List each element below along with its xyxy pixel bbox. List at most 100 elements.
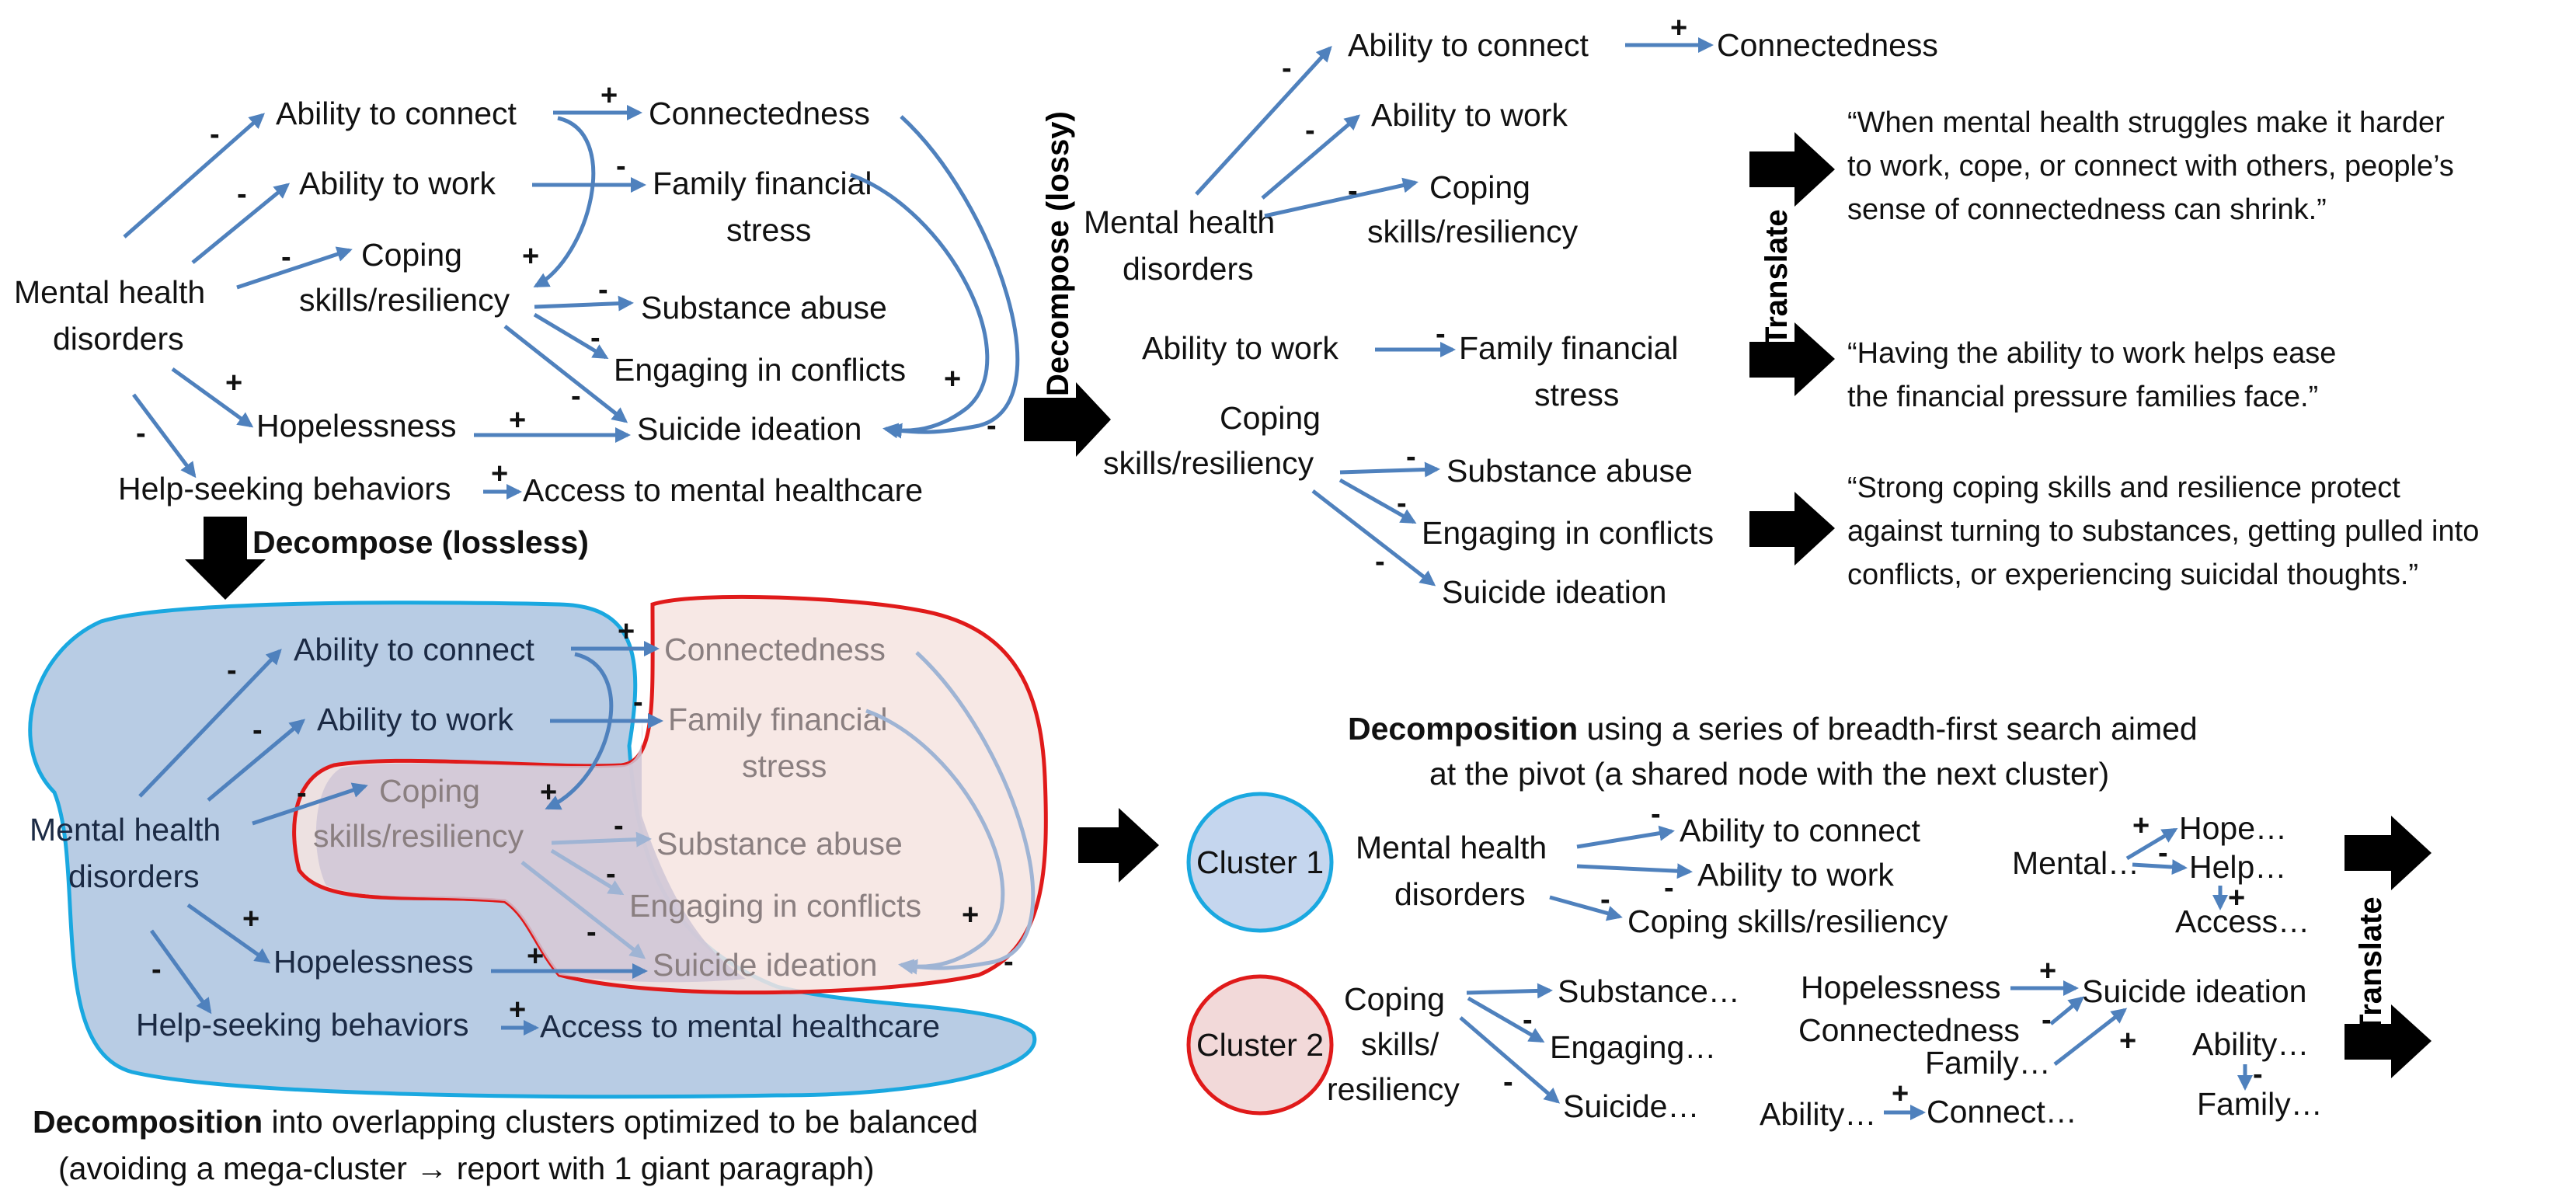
sign-conn-sui: - xyxy=(987,409,997,442)
c-edge-coping-conf xyxy=(550,848,625,896)
quote-1: “When mental health struggles make it ha… xyxy=(1847,106,2454,226)
c-edge-mh-coping xyxy=(252,782,368,826)
cl1-node-hope-short: Hope… xyxy=(2179,810,2287,846)
edge-connect-coping xyxy=(533,116,596,288)
lossy-sign-coping-sub: - xyxy=(1406,440,1416,473)
lossy-edge-mh-connect xyxy=(1195,46,1332,196)
cl1-node-ability-work: Ability to work xyxy=(1697,857,1894,893)
cl1-node-coping: Coping skills/resiliency xyxy=(1627,903,1948,939)
sign-family-sui: + xyxy=(944,363,961,395)
cl2-edge-family-sui xyxy=(2053,1008,2128,1066)
c-sign-mh-connect: - xyxy=(227,654,237,687)
sign-mh-help: - xyxy=(136,417,146,450)
cl1-sign-mental-help: - xyxy=(2158,837,2168,869)
node-hopelessness: Hopelessness xyxy=(256,408,457,444)
lossy-sign-mh-work: - xyxy=(1305,114,1315,147)
lossy-sign-mh-coping: - xyxy=(1348,175,1358,207)
bottom-caption-line-2: (avoiding a mega-cluster → report with 1… xyxy=(58,1151,875,1186)
node-ability-to-work: Ability to work xyxy=(299,165,496,201)
node-connectedness: Connectedness xyxy=(649,96,870,131)
lossy-edge-coping-conf xyxy=(1338,478,1417,524)
bfs-caption-line-2: at the pivot (a shared node with the nex… xyxy=(1429,756,2109,792)
cl1-sign-mental-hope: + xyxy=(2132,809,2150,842)
edge-coping-sub xyxy=(534,295,634,312)
c-node-engaging-conflicts: Engaging in conflicts xyxy=(629,888,921,924)
cl1-sign-mh-connect: - xyxy=(1651,798,1661,830)
bottom-caption-line-1: Decomposition into overlapping clusters … xyxy=(33,1104,978,1140)
lossy-edge-mh-coping xyxy=(1264,177,1419,218)
c-node-suicide-ideation: Suicide ideation xyxy=(653,947,877,983)
lossy-node-ability-to-work-2: Ability to work xyxy=(1142,330,1338,366)
c-edge-coping-sub xyxy=(551,831,652,848)
translate-arrow-cluster-1 xyxy=(2345,816,2432,890)
c-edge-mh-hope xyxy=(186,903,271,964)
c-edge-coping-sui xyxy=(520,861,646,959)
node-engaging-conflicts: Engaging in conflicts xyxy=(614,352,906,388)
cluster-2-badge xyxy=(1186,974,1334,1116)
node-substance-abuse: Substance abuse xyxy=(641,290,887,325)
translate-label-top: Translate xyxy=(1760,209,1794,346)
cl2-sign-hope-sui: + xyxy=(2039,955,2056,987)
c-node-substance-abuse: Substance abuse xyxy=(656,826,903,862)
quote-3: “Strong coping skills and resilience pro… xyxy=(1847,472,2479,591)
cl1-sign-mh-work: - xyxy=(1664,872,1674,904)
cl1-node-ability-connect: Ability to connect xyxy=(1680,813,1921,848)
cl2-node-hopelessness: Hopelessness xyxy=(1801,970,2001,1005)
cl2-sign-coping-eng: - xyxy=(1523,1004,1533,1036)
sign-mh-work: - xyxy=(237,178,247,211)
cl2-sign-coping-sui: - xyxy=(1503,1066,1513,1098)
c-sign-mh-work: - xyxy=(252,714,263,747)
cl2-sign-ability-family: - xyxy=(2253,1058,2263,1091)
cl1-edge-mental-hope xyxy=(2125,827,2178,861)
translate-arrow-2 xyxy=(1749,322,1835,396)
cl2-node-substance-short: Substance… xyxy=(1558,973,1740,1009)
cl2-node-engaging-short: Engaging… xyxy=(1550,1029,1716,1065)
cl2-node-suicide-short: Suicide… xyxy=(1563,1088,1699,1124)
edge-mh-connect xyxy=(123,113,265,238)
cl1-sign-mh-coping: - xyxy=(1600,883,1610,916)
edge-mh-help xyxy=(132,393,197,479)
c-edge-mh-help xyxy=(149,929,212,1015)
lossy-sign-coping-conf: - xyxy=(1397,487,1407,520)
lossy-node-conflicts: Engaging in conflicts xyxy=(1422,515,1714,551)
cl2-edge-coping-sui xyxy=(1459,1016,1561,1104)
cl1-node-access-short: Access… xyxy=(2175,903,2310,939)
decompose-lossless-label: Decompose (lossless) xyxy=(252,524,589,560)
c-node-connectedness: Connectedness xyxy=(664,632,886,667)
c-edge-connect-coping xyxy=(545,652,614,810)
lossy-node-connectedness: Connectedness xyxy=(1717,27,1938,63)
edge-family-sui xyxy=(850,172,990,439)
c-edge-family-sui xyxy=(865,708,1005,975)
cl1-edge-mental-help xyxy=(2132,859,2188,876)
cluster-1-label: Cluster 1 xyxy=(1196,844,1324,880)
sign-coping-sui: - xyxy=(571,380,581,413)
lossy-node-ability-to-work: Ability to work xyxy=(1371,97,1568,133)
sign-work-family: - xyxy=(616,150,626,183)
node-help-seeking: Help-seeking behaviors xyxy=(118,471,451,507)
cl2-node-ability-short-2: Ability… xyxy=(2192,1026,2309,1062)
lossy-edge-mh-work xyxy=(1261,114,1361,200)
translate-arrow-1 xyxy=(1749,132,1835,207)
node-access-healthcare: Access to mental healthcare xyxy=(523,472,923,508)
lossy-edge-coping-sub xyxy=(1339,461,1440,478)
c-sign-coping-conf: - xyxy=(606,858,616,890)
lossy-node-suicide: Suicide ideation xyxy=(1442,574,1666,610)
translate-label-bottom: Translate xyxy=(2354,896,2388,1033)
edge-mh-coping xyxy=(236,246,353,290)
lossy-node-ability-to-connect: Ability to connect xyxy=(1348,27,1589,63)
sign-connect-conn: + xyxy=(600,79,618,112)
cl1-node-mental-short: Mental… xyxy=(2012,845,2139,881)
cl2-edge-conn-sui xyxy=(2049,996,2085,1025)
sign-mh-connect: - xyxy=(210,118,220,151)
c-sign-work-family: - xyxy=(633,686,643,719)
c-sign-connect-coping: + xyxy=(540,776,557,809)
bfs-caption-line-1: Decomposition using a series of breadth-… xyxy=(1348,711,2198,747)
node-suicide-ideation: Suicide ideation xyxy=(637,411,862,447)
